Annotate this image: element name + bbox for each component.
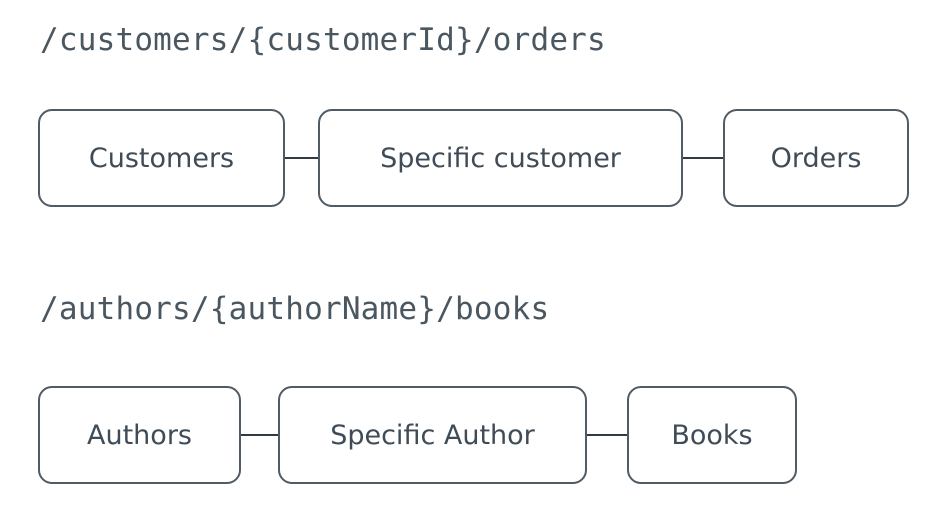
route-path-authors: /authors/{authorName}/books	[40, 291, 550, 327]
node-specific-author: Specific Author	[278, 386, 587, 484]
node-orders: Orders	[723, 109, 909, 207]
connector-specific-books	[587, 434, 628, 436]
node-books: Books	[627, 386, 797, 484]
node-specific-customer: Specific customer	[318, 109, 683, 207]
node-authors: Authors	[38, 386, 241, 484]
node-customers: Customers	[38, 109, 285, 207]
connector-authors-specific	[241, 434, 279, 436]
route-path-customers: /customers/{customerId}/orders	[40, 22, 606, 58]
connector-customers-specific	[285, 157, 319, 159]
connector-specific-orders	[683, 157, 724, 159]
